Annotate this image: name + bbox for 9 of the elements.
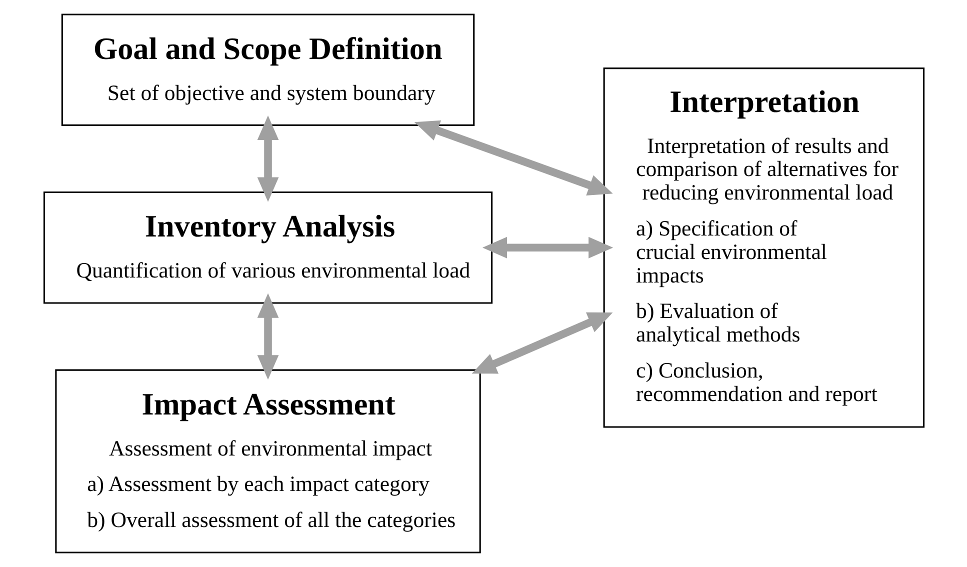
arrow [482, 236, 613, 258]
arrow [471, 312, 612, 374]
node-box: Interpretation Interpretation of results and comparison of alternatives for reducing environmental load a) Specification of crucial environmental impacts b) Evaluation of analytical methods c) Conclusion, recommendation and report [602, 68, 924, 428]
arrow [256, 293, 278, 380]
node-box: Goal and Scope Definition Set of objective and system boundary [60, 14, 474, 126]
arrow [414, 120, 612, 196]
arrow [256, 116, 278, 202]
node-box: Impact Assessment Assessment of environmental impact a) Assessment by each impact category b) Overall assessment of all the categories [54, 369, 480, 554]
node-box: Inventory Analysis Quantification of various environmental load [42, 192, 492, 304]
